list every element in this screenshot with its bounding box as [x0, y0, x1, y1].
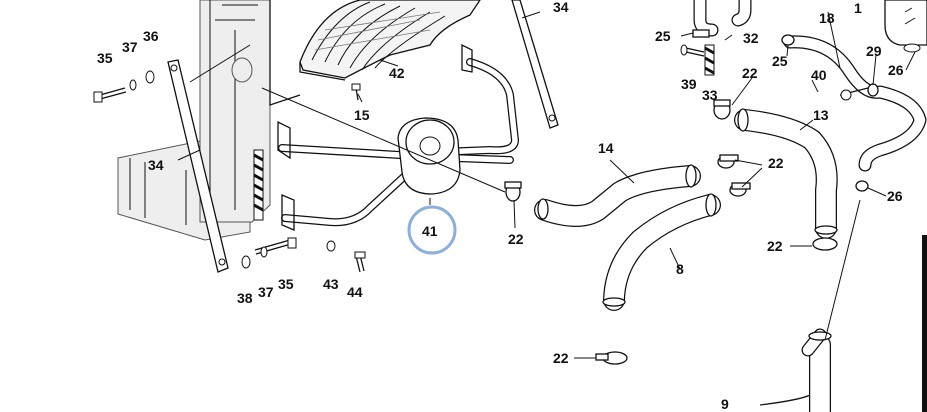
label-1: 1 [854, 0, 862, 16]
label-43: 43 [323, 276, 339, 292]
pipe-9 [759, 328, 832, 412]
hose-8 [602, 193, 721, 311]
label-22-left: 22 [508, 231, 524, 247]
label-34-left: 34 [148, 157, 164, 173]
bolt-35-top [93, 70, 155, 103]
label-9: 9 [721, 396, 729, 412]
part-labels: 35 37 36 34 34 42 15 41 22 14 8 38 37 35… [97, 0, 904, 412]
clamp-25-top [692, 29, 710, 38]
hose-18 [783, 35, 927, 172]
stay-rod-right [511, 0, 559, 129]
support-bracket [277, 43, 519, 231]
highlight-circle-41 [407, 205, 457, 255]
clamp-22-pair [717, 154, 751, 197]
label-39: 39 [681, 76, 697, 92]
label-13: 13 [813, 107, 829, 123]
label-37-bottom: 37 [258, 284, 274, 300]
label-34-right: 34 [553, 0, 569, 15]
clamp-22-bottom [595, 351, 628, 365]
label-25-top: 25 [655, 28, 671, 44]
label-18: 18 [819, 10, 835, 26]
label-42: 42 [389, 65, 405, 81]
label-22-bottom: 22 [553, 350, 569, 366]
label-14: 14 [598, 140, 614, 156]
bolt-35-bottom [241, 237, 297, 269]
label-25-right: 25 [772, 53, 788, 69]
label-26-top: 26 [888, 62, 904, 78]
hose-14 [534, 164, 701, 227]
label-37-top: 37 [122, 39, 138, 55]
label-38: 38 [237, 290, 253, 306]
label-22-pair: 22 [768, 155, 784, 171]
clamp-22-left [504, 181, 522, 202]
bolt-40 [839, 87, 869, 101]
label-40: 40 [811, 67, 827, 83]
bolt-39 [680, 44, 705, 57]
tank-1 [884, 0, 927, 53]
clamp-29 [867, 83, 879, 97]
radiator-frame [117, 0, 301, 241]
clamp-22-right [812, 237, 838, 251]
label-33: 33 [702, 87, 718, 103]
label-35-top: 35 [97, 50, 113, 66]
fan-shroud [299, 0, 481, 81]
pipe-32 [693, 0, 752, 76]
label-36: 36 [143, 28, 159, 44]
label-15: 15 [354, 107, 370, 123]
label-29: 29 [866, 43, 882, 59]
clamp-22-upper [713, 99, 731, 120]
washer-43-bolt-44 [326, 240, 366, 273]
clamp-25-right [781, 34, 795, 46]
screw-15 [351, 83, 361, 101]
hose-13 [734, 108, 838, 239]
label-32: 32 [743, 30, 759, 46]
right-edge-box [922, 235, 927, 412]
stay-rod-left [167, 59, 229, 273]
clamp-26 [855, 180, 869, 192]
label-22-upper: 22 [742, 65, 758, 81]
label-8: 8 [676, 261, 684, 277]
label-41: 41 [422, 223, 438, 239]
label-26-right: 26 [887, 188, 903, 204]
label-35-bottom: 35 [278, 276, 294, 292]
label-22-right: 22 [767, 238, 783, 254]
leader-lines [177, 11, 916, 359]
label-44: 44 [347, 284, 363, 300]
